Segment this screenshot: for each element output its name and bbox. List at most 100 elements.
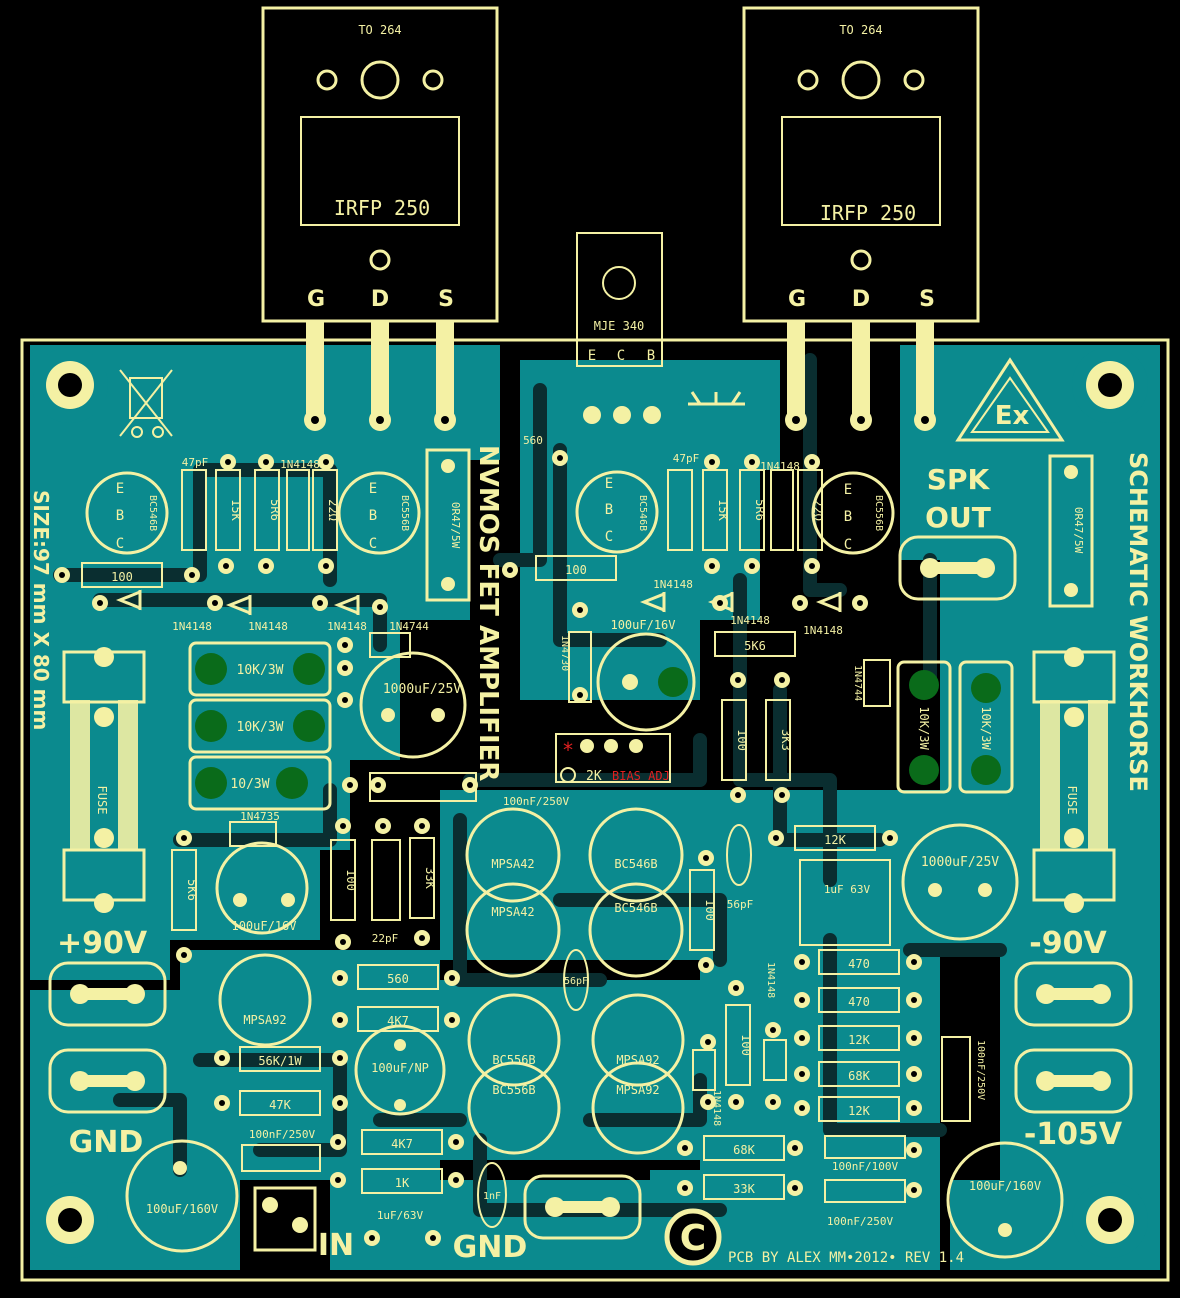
terminal-spk-out: SPK OUT	[898, 463, 1017, 601]
q-mpsa42-bottom: MPSA42	[465, 882, 561, 978]
svg-text:100: 100	[344, 869, 358, 891]
emitter-resistor-left-label: 0R47/5W	[449, 502, 462, 549]
svg-text:15K: 15K	[716, 499, 730, 521]
pad-hole	[337, 1100, 343, 1106]
svg-text:1N4744: 1N4744	[389, 620, 429, 633]
terminal-neg-supply: -90V	[1014, 926, 1133, 1027]
mounting-holes	[32, 347, 1148, 1258]
small-caps: 47pF 47pF 100nF/250V 22pF 56pF 56pF 1uF …	[181, 434, 986, 1228]
svg-text:15K: 15K	[229, 499, 243, 521]
pad-hole	[792, 1185, 798, 1191]
svg-text:BC556B: BC556B	[873, 495, 884, 531]
svg-text:E: E	[116, 481, 124, 497]
pad-hole	[703, 855, 709, 861]
svg-text:BC546B: BC546B	[614, 857, 657, 871]
svg-text:100: 100	[739, 1034, 753, 1056]
svg-text:5K6: 5K6	[185, 879, 199, 901]
pad-hole	[212, 600, 218, 606]
svg-text:22pF: 22pF	[372, 932, 399, 945]
pad-hole	[733, 985, 739, 991]
svg-text:12K: 12K	[848, 1104, 870, 1118]
svg-text:MPSA42: MPSA42	[491, 905, 534, 919]
fuse-right-label: FUSE	[1065, 786, 1079, 815]
pad-hole	[709, 459, 715, 465]
terminal-gnd-left: GND	[48, 1048, 167, 1160]
neg-bias-label: -105V	[1024, 1117, 1123, 1152]
fuse-left: FUSE	[62, 647, 146, 913]
pad-hole	[911, 1071, 917, 1077]
pad-hole	[181, 952, 187, 958]
svg-text:5R6: 5R6	[268, 499, 282, 521]
cap-100uf160-left: 100uF/160V	[125, 1139, 239, 1253]
pad-hole	[189, 572, 195, 578]
svg-text:47pF: 47pF	[673, 452, 700, 465]
pad-hole	[59, 572, 65, 578]
pad-hole	[809, 563, 815, 569]
pad-hole	[703, 962, 709, 968]
svg-text:100: 100	[703, 899, 717, 921]
svg-text:5R6: 5R6	[753, 499, 767, 521]
svg-text:33K: 33K	[733, 1182, 755, 1196]
pad-hole	[770, 1027, 776, 1033]
pad-hole	[779, 677, 785, 683]
pin-g: G	[788, 287, 806, 312]
pad-hole	[181, 835, 187, 841]
pin-d: D	[371, 287, 389, 312]
svg-text:1N4148: 1N4148	[280, 458, 320, 471]
pad-hole	[799, 1071, 805, 1077]
pad-hole	[682, 1185, 688, 1191]
cap-label: 1000uF/25V	[383, 682, 461, 697]
svg-text:1uF 63V: 1uF 63V	[824, 883, 871, 896]
pad-hole	[749, 563, 755, 569]
cap-label: 1000uF/25V	[921, 855, 999, 870]
pad-hole	[709, 563, 715, 569]
pad-hole	[911, 1147, 917, 1153]
svg-text:1N4148: 1N4148	[172, 620, 212, 633]
q-bc556b-left: E B C BC556B	[337, 471, 421, 555]
svg-text:68K: 68K	[733, 1143, 755, 1157]
r-10k3w-1: 10K/3W	[237, 663, 284, 678]
pad-hole	[507, 567, 513, 573]
pad-hole	[449, 1017, 455, 1023]
emitter-resistor-right: 0R47/5W	[1048, 454, 1094, 608]
pad-hole	[263, 563, 269, 569]
driver-mje340: MJE 340 E C B	[576, 232, 663, 424]
q-bc546b-mid: E B C BC546B	[575, 470, 659, 554]
svg-text:100: 100	[111, 570, 133, 584]
svg-text:E: E	[844, 482, 852, 498]
part-label: IRFP 250	[820, 201, 916, 225]
trimmer-label: BIAS ADJ	[612, 769, 670, 783]
package-label: TO 264	[358, 23, 401, 37]
q-bc546b-c1: BC546B	[588, 807, 684, 903]
svg-text:100: 100	[565, 563, 587, 577]
terminal-gnd-bottom: GND	[453, 1174, 642, 1265]
cap-label: 100uF/NP	[371, 1061, 429, 1075]
pad-hole	[263, 459, 269, 465]
pad-hole	[340, 823, 346, 829]
pad-hole	[335, 1177, 341, 1183]
pad-hole	[337, 1055, 343, 1061]
svg-text:1nF: 1nF	[483, 1191, 501, 1202]
svg-text:12K: 12K	[848, 1033, 870, 1047]
svg-text:4K7: 4K7	[387, 1014, 409, 1028]
pad-hole	[453, 1177, 459, 1183]
svg-text:4K7: 4K7	[391, 1137, 413, 1151]
svg-text:1N4148: 1N4148	[653, 578, 693, 591]
svg-text:3K3: 3K3	[779, 729, 793, 751]
svg-text:100nF/250V: 100nF/250V	[975, 1040, 986, 1100]
cap-label: 100uF/160V	[146, 1202, 218, 1216]
pad-hole	[857, 600, 863, 606]
fuse-right: FUSE	[1032, 647, 1116, 913]
component-pads	[54, 450, 922, 1246]
svg-text:C: C	[369, 536, 377, 552]
pad-hole	[887, 835, 893, 841]
svg-text:22Ω: 22Ω	[811, 499, 825, 521]
pad-hole	[799, 1035, 805, 1041]
svg-text:56pF: 56pF	[727, 898, 754, 911]
power-resistors-right: 10K/3W 10K/3W	[896, 660, 1014, 794]
mosfet-right: TO 264 IRFP 250 G D S	[742, 6, 980, 431]
terminal-pos-supply: +90V	[48, 926, 167, 1027]
bias-trimmer: * 2K BIAS ADJ	[555, 733, 671, 784]
pad-hole	[323, 563, 329, 569]
